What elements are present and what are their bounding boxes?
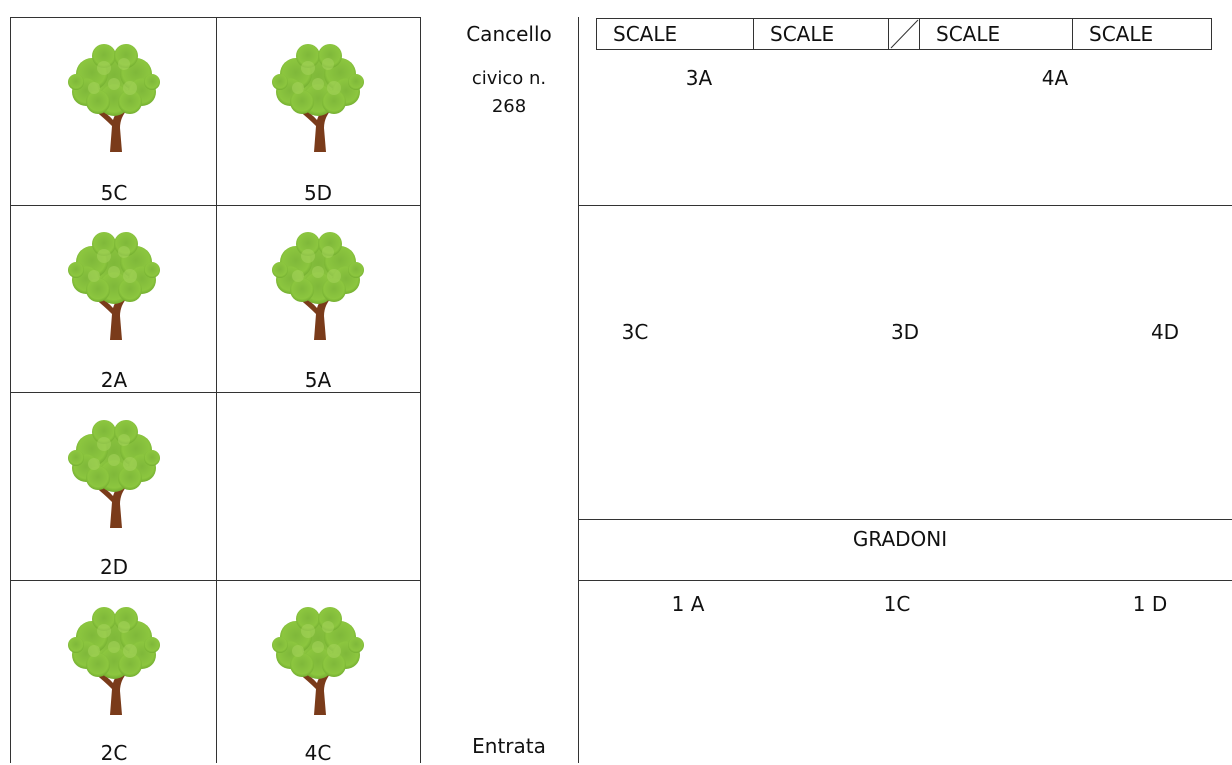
courtyard-divider-1 — [578, 205, 1232, 206]
plot-label-4c: 4C — [304, 741, 332, 765]
area-label-3c: 3C — [621, 320, 649, 344]
tree-icon — [68, 44, 160, 152]
scale-box-3: SCALE — [919, 18, 1073, 50]
scale-box-1: SCALE — [596, 18, 754, 50]
plot-label-5d: 5D — [303, 181, 333, 205]
gate-label-line1: Cancello — [466, 22, 552, 46]
gradoni-bottom-border — [578, 580, 1232, 581]
entrance-label: Entrata — [472, 734, 546, 758]
area-label-1a: 1 A — [671, 592, 705, 616]
courtyard-left-border — [578, 17, 579, 763]
garden-row-divider-1 — [10, 205, 420, 206]
garden-row-divider-2 — [10, 392, 420, 393]
scale-box-4: SCALE — [1072, 18, 1212, 50]
plot-label-2a: 2A — [100, 368, 128, 392]
garden-right-border — [420, 17, 421, 763]
tree-icon — [272, 44, 364, 152]
area-label-3a: 3A — [685, 66, 713, 90]
scale-divider-box — [888, 18, 920, 50]
garden-top-border — [10, 17, 420, 18]
tree-icon — [68, 420, 160, 528]
area-label-1d: 1 D — [1132, 592, 1168, 616]
left-border — [10, 17, 11, 763]
gate-label-line3: 268 — [491, 96, 527, 117]
plot-label-2c: 2C — [100, 741, 128, 765]
tree-icon — [68, 607, 160, 715]
tree-icon — [68, 232, 160, 340]
area-label-3d: 3D — [890, 320, 920, 344]
gradoni-top-border — [578, 519, 1232, 520]
plot-label-5a: 5A — [304, 368, 332, 392]
gradoni-label: GRADONI — [852, 527, 948, 551]
gate-label-line2: civico n. — [471, 68, 547, 89]
garden-row-divider-3 — [10, 580, 420, 581]
area-label-1c: 1C — [883, 592, 911, 616]
scale-box-2: SCALE — [753, 18, 889, 50]
area-label-4a: 4A — [1041, 66, 1069, 90]
tree-icon — [272, 607, 364, 715]
tree-icon — [272, 232, 364, 340]
diagonal-slash-icon — [890, 19, 919, 49]
plot-label-5c: 5C — [100, 181, 128, 205]
area-label-4d: 4D — [1150, 320, 1180, 344]
garden-col-divider — [216, 17, 217, 763]
plot-label-2d: 2D — [99, 555, 129, 579]
